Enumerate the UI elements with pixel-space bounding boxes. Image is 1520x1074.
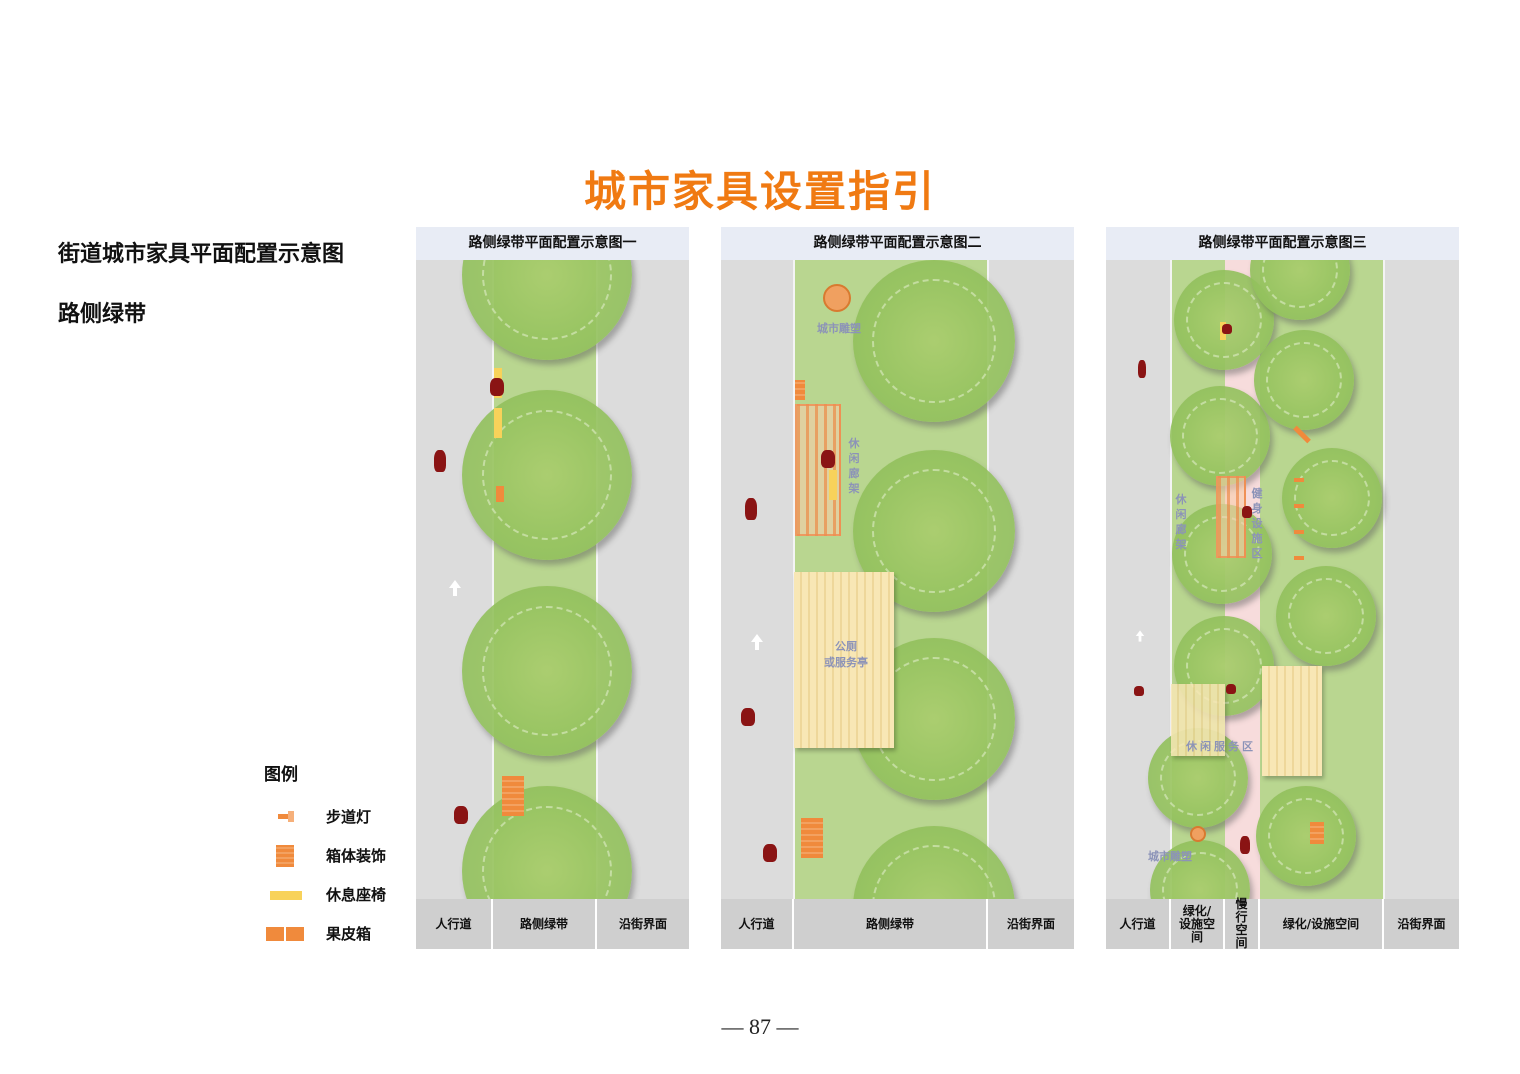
- plan-view: [416, 260, 689, 925]
- footer-cell: 绿化/设施空间: [1171, 899, 1225, 949]
- tree-canopy: [1256, 786, 1356, 886]
- footer-cell: 慢行空间: [1225, 898, 1260, 950]
- edge-line: [1170, 260, 1172, 925]
- tree-canopy: [853, 260, 1015, 422]
- sculpture-label: 城市雕塑: [817, 322, 861, 335]
- direction-arrow-icon: [1135, 630, 1145, 642]
- fitness-equipment: [1294, 504, 1304, 508]
- service-kiosk: [794, 572, 894, 748]
- box-decoration: [795, 380, 805, 400]
- pergola-label: 休闲廊架: [1175, 493, 1187, 551]
- edge-line: [492, 260, 494, 925]
- page-title: 城市家具设置指引: [583, 167, 936, 216]
- page-number: — 87 —: [721, 1014, 799, 1039]
- panel-footer: 人行道 路侧绿带 沿街界面: [721, 899, 1074, 949]
- lamp: [496, 486, 504, 502]
- box-decoration: [801, 818, 823, 858]
- direction-arrow-icon: [751, 634, 763, 650]
- footer-cell: 绿化/设施空间: [1260, 899, 1384, 949]
- footer-cell: 沿街界面: [618, 916, 667, 931]
- pedestrian: [1222, 324, 1232, 334]
- pedestrian: [490, 378, 504, 396]
- edge-line: [987, 260, 989, 925]
- fitness-equipment: [1294, 556, 1304, 560]
- footer-cell: 人行道: [416, 899, 493, 949]
- edge-line: [1383, 260, 1385, 925]
- kiosk-label: 公厕 或服务亭: [821, 638, 871, 670]
- edge-line: [596, 260, 598, 925]
- box-decoration: [502, 776, 524, 816]
- tree-canopy: [462, 586, 632, 756]
- tree-canopy: [1276, 566, 1376, 666]
- bench-icon: [264, 884, 306, 906]
- footer-cell: 沿街界面: [1397, 916, 1446, 931]
- trash-bin-icon: [264, 923, 306, 945]
- bench: [829, 470, 837, 500]
- legend-item-bench: 休息座椅: [264, 875, 386, 914]
- footer-cell: 人行道: [1106, 899, 1171, 949]
- legend-label: 箱体装饰: [326, 847, 387, 865]
- fitness-label: 健身设施区: [1251, 487, 1263, 560]
- tree-canopy: [1170, 386, 1270, 486]
- diagram-panel-3: 路侧绿带平面配置示意图三 休闲廊架 健身设施区 休闲服务区 城市雕塑: [1106, 227, 1459, 950]
- box-decoration: [1310, 822, 1324, 844]
- section-title: 街道城市家具平面配置示意图: [58, 242, 345, 267]
- sub-title: 路侧绿带: [58, 302, 147, 327]
- city-sculpture: [1190, 826, 1206, 842]
- direction-arrow-icon: [449, 580, 461, 596]
- pedestrian: [821, 450, 835, 468]
- panel-title: 路侧绿带平面配置示意图二: [721, 227, 1074, 260]
- footer-cell: 沿街界面: [1006, 916, 1055, 931]
- box-decoration-icon: [264, 844, 306, 867]
- pedestrian: [745, 498, 757, 520]
- legend-item-trash: 果皮箱: [264, 914, 386, 953]
- footer-cell: 路侧绿带: [493, 899, 597, 949]
- pedestrian: [1240, 836, 1250, 854]
- tree-canopy: [1254, 330, 1354, 430]
- pergola-label: 休闲廊架: [848, 437, 860, 495]
- footer-cell: 人行道: [721, 899, 794, 949]
- pedestrian: [1138, 360, 1146, 378]
- panel-title: 路侧绿带平面配置示意图一: [416, 227, 689, 260]
- bench: [494, 408, 502, 438]
- pedestrian: [434, 450, 446, 472]
- pedestrian: [454, 806, 468, 824]
- fitness-equipment: [1294, 478, 1304, 482]
- sculpture-label: 城市雕塑: [1148, 850, 1192, 863]
- city-sculpture: [823, 284, 851, 312]
- diagram-panel-1: 路侧绿带平面配置示意图一 人行道 路侧绿带 沿街界面: [416, 227, 689, 949]
- panel-footer: 人行道 路侧绿带 沿街界面: [416, 899, 689, 949]
- service-kiosk: [1171, 684, 1225, 756]
- tree-canopy: [462, 390, 632, 560]
- plan-view: 休闲廊架 健身设施区 休闲服务区 城市雕塑: [1106, 260, 1459, 925]
- legend-label: 步道灯: [326, 808, 372, 826]
- legend-item-box: 箱体装饰: [264, 836, 386, 875]
- legend: 图例 步道灯 箱体装饰 休息座椅 果皮箱: [264, 760, 386, 953]
- legend-item-lamp: 步道灯: [264, 797, 386, 836]
- plan-view: 城市雕塑 休闲廊架 公厕 或服务亭: [721, 260, 1074, 925]
- pedestrian: [741, 708, 755, 726]
- tree-canopy: [462, 260, 632, 360]
- leisure-pergola: [1216, 476, 1246, 558]
- legend-heading: 图例: [264, 765, 298, 785]
- diagram-panel-2: 路侧绿带平面配置示意图二 城市雕塑 休闲廊架 公厕 或服务亭 人行道 路侧绿带 …: [721, 227, 1074, 949]
- pedestrian: [1134, 686, 1144, 696]
- kiosk-label-line: 或服务亭: [824, 656, 868, 669]
- footer-cell: 路侧绿带: [794, 899, 988, 949]
- lamp-icon: [264, 806, 306, 828]
- panel-title: 路侧绿带平面配置示意图三: [1106, 227, 1459, 260]
- pedestrian: [1226, 684, 1236, 694]
- fitness-equipment: [1294, 530, 1304, 534]
- kiosk-label-line: 公厕: [835, 640, 857, 653]
- legend-label: 休息座椅: [326, 886, 387, 904]
- pedestrian: [763, 844, 777, 862]
- rest-service-label: 休闲服务区: [1186, 740, 1256, 753]
- pedestrian: [1242, 506, 1252, 518]
- service-kiosk: [1262, 666, 1322, 776]
- panel-footer: 人行道 绿化/设施空间 慢行空间 绿化/设施空间 沿街界面: [1106, 898, 1459, 950]
- legend-label: 果皮箱: [326, 925, 372, 943]
